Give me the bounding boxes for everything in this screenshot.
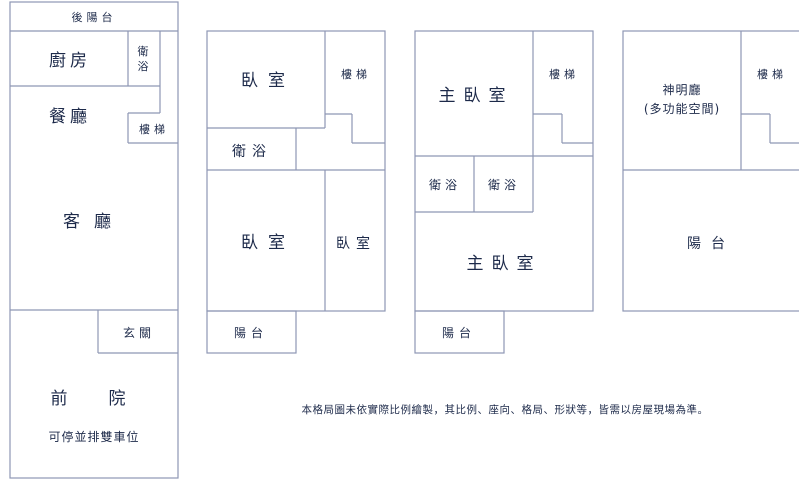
label-living: 客廳 [63,212,125,232]
label-balcony-4: 陽台 [687,236,735,252]
label-bath-bottom: 浴 [138,60,153,73]
label-stairs-3: 樓梯 [549,67,579,81]
label-bath-2: 衛浴 [232,144,272,160]
plan2-balcony-outline [206,310,297,354]
label-bedroom-top: 臥室 [241,71,295,91]
label-bedroom-left: 臥室 [241,233,295,253]
plan1-outline [9,1,179,479]
plan-ground-floor [9,1,179,479]
label-shrine-room: 神明廳 [662,82,701,97]
label-shrine-sub: (多功能空間) [644,102,720,116]
plan-fourth-floor [622,30,799,312]
label-balcony-3: 陽台 [442,325,476,340]
label-back-balcony: 後陽台 [72,10,117,24]
plan-third-floor [414,30,594,354]
label-stairs-1: 樓梯 [139,122,169,136]
label-master-top: 主臥室 [439,86,514,106]
label-bedroom-right: 臥室 [336,235,376,252]
label-balcony-2: 陽台 [234,325,268,340]
plan-second-floor [206,30,386,354]
label-bath-3-right: 衛浴 [488,178,520,192]
label-bath-3-left: 衛浴 [429,178,461,192]
label-kitchen: 廚房 [49,50,91,71]
label-entry: 玄關 [123,325,155,340]
plan3-balcony-outline [414,310,505,354]
label-stairs-2: 樓梯 [341,67,371,81]
label-master-bottom: 主臥室 [467,254,542,274]
label-parking: 可停並排雙車位 [48,429,139,444]
disclaimer-note: 本格局圖未依實際比例繪製，其比例、座向、格局、形狀等，皆需以房屋現場為準。 [302,403,709,416]
plan4-outline [622,30,799,312]
label-bath-top: 衛 [138,45,153,58]
label-stairs-4: 樓梯 [757,67,787,81]
label-dining: 餐廳 [49,107,91,127]
label-front-yard: 前 院 [51,389,138,409]
